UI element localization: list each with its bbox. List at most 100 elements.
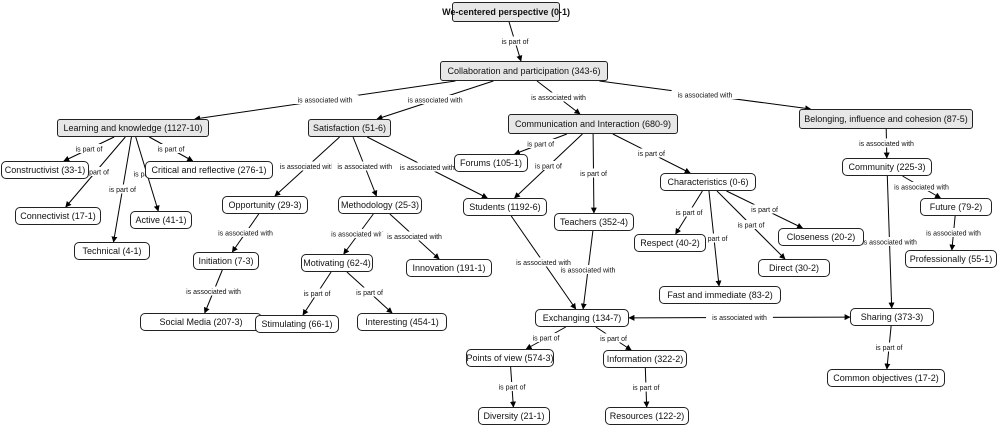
edge-label: is part of [82, 170, 109, 177]
node-belonging-influence-cohesion[interactable]: Belonging, influence and cohesion (87-5) [799, 109, 973, 129]
node-initiation[interactable]: Initiation (7-3) [193, 252, 259, 270]
edge-label-bg [496, 36, 534, 46]
edge-label-bg [381, 231, 448, 241]
node-critical-and-reflective[interactable]: Critical and reflective (276-1) [145, 161, 273, 179]
edge-label: is associated with [186, 289, 241, 296]
edge-label: is part of [356, 290, 383, 297]
edge-label-bg [853, 138, 920, 148]
edge-label: is associated with [298, 98, 353, 105]
node-innovation[interactable]: Innovation (191-1) [406, 259, 492, 277]
edge-label: is part of [502, 39, 529, 46]
edge-label: is part of [701, 236, 728, 243]
node-exchanging[interactable]: Exchanging (134-7) [535, 309, 629, 327]
edge-label-bg [670, 207, 708, 217]
edge-label-bg [76, 167, 115, 176]
edge-label-bg [70, 144, 108, 153]
edge-label: is part of [158, 147, 185, 154]
edge-label-bg [745, 204, 784, 214]
edge-label-bg [401, 95, 469, 104]
edge-label: is associated with [408, 98, 463, 105]
edge-label-bg [212, 228, 279, 237]
edge-label: is associated with [516, 260, 571, 267]
node-collaboration-and-participation[interactable]: Collaboration and participation (343-6) [440, 61, 608, 81]
edge-label-bg [706, 312, 773, 322]
edge-label: is associated with [387, 234, 442, 241]
node-resources[interactable]: Resources (122-2) [605, 407, 689, 425]
edge-label-bg [510, 257, 577, 267]
edge-label-bg [627, 382, 665, 392]
edge-label-bg [888, 182, 955, 191]
node-opportunity[interactable]: Opportunity (29-3) [222, 196, 308, 214]
node-active[interactable]: Active (41-1) [130, 211, 192, 229]
edge-label: is part of [76, 147, 103, 154]
node-satisfaction[interactable]: Satisfaction (51-6) [308, 119, 391, 137]
edge-label: is part of [533, 336, 560, 343]
node-points-of-view[interactable]: Points of view (574-3) [466, 349, 554, 367]
node-methodology[interactable]: Methodology (25-3) [338, 196, 422, 214]
node-sharing[interactable]: Sharing (373-3) [850, 308, 934, 326]
node-respect[interactable]: Respect (40-2) [634, 234, 706, 252]
edge-label: is part of [109, 187, 136, 194]
node-students[interactable]: Students (1192-6) [463, 198, 547, 216]
edge-label-bg [493, 382, 531, 391]
edge-label: is associated with [894, 185, 949, 192]
edge-label-bg [732, 220, 770, 229]
node-diversity[interactable]: Diversity (21-1) [478, 407, 550, 425]
node-fast-and-immediate[interactable]: Fast and immediate (83-2) [659, 286, 781, 304]
edge-label-bg [180, 286, 247, 296]
node-common-objectives[interactable]: Common objectives (17-2) [827, 369, 945, 387]
edge-label-bg [298, 288, 336, 298]
edge-label: is part of [535, 164, 562, 171]
edge-label: is part of [876, 345, 903, 352]
node-stimulating[interactable]: Stimulating (66-1) [255, 315, 339, 333]
node-constructivist[interactable]: Constructivist (33-1) [1, 161, 89, 179]
edge-label-bg [350, 287, 389, 297]
edge-label: is part of [638, 151, 665, 158]
node-communication-and-interaction[interactable]: Communication and Interaction (680-9) [508, 114, 678, 134]
edge-label-bg [521, 139, 560, 148]
edge-label-bg [529, 161, 568, 170]
edge-label: is part of [600, 336, 627, 343]
edge-label-bg [527, 333, 565, 342]
node-professionally[interactable]: Professionally (55-1) [905, 250, 997, 268]
node-information[interactable]: Information (322-2) [603, 350, 687, 368]
edge-label: is part of [633, 385, 660, 392]
edge-label: is associated with [926, 231, 981, 238]
edge-label-bg [856, 237, 923, 246]
edge-label: is associated with [531, 95, 586, 102]
node-characteristics[interactable]: Characteristics (0-6) [660, 173, 756, 191]
edge-label-bg [870, 342, 908, 352]
edge-label-bg [393, 162, 461, 172]
node-we-centered-perspective[interactable]: We-centered perspective (0-1) [442, 2, 570, 22]
edge-label-bg [695, 233, 733, 243]
edge-label: is associated with [280, 164, 335, 171]
node-teachers[interactable]: Teachers (352-4) [554, 213, 634, 231]
node-future[interactable]: Future (79-2) [920, 198, 992, 216]
node-interesting[interactable]: Interesting (454-1) [357, 313, 447, 331]
node-motivating[interactable]: Motivating (62-4) [301, 254, 373, 272]
node-community[interactable]: Community (225-3) [842, 158, 932, 176]
edge-label-bg [325, 229, 392, 238]
node-forums[interactable]: Forums (105-1) [454, 154, 528, 172]
node-direct[interactable]: Direct (30-2) [758, 259, 830, 277]
edge-label-bg [594, 333, 633, 343]
edge-label-bg [152, 144, 190, 153]
node-closeness[interactable]: Closeness (20-2) [778, 228, 864, 246]
node-social-media[interactable]: Social Media (207-3) [140, 313, 262, 331]
node-learning-and-knowledge[interactable]: Learning and knowledge (1127-10) [57, 119, 209, 137]
edge-label-bg [574, 168, 613, 178]
edge-label: is part of [580, 171, 607, 178]
edge-label: is associated with [218, 231, 273, 238]
edge-label-bg [273, 161, 341, 171]
edge-label-bg [920, 228, 987, 237]
edge-label: is associated with [331, 232, 386, 239]
edge-label-bg [554, 265, 622, 274]
edge-label: is associated with [561, 268, 616, 275]
edge-label: is part of [304, 291, 331, 298]
node-technical[interactable]: Technical (4-1) [74, 242, 150, 260]
node-connectivist[interactable]: Connectivist (17-1) [15, 207, 101, 225]
edge-label: is part of [751, 207, 778, 214]
edge-label: is associated with [400, 165, 455, 172]
